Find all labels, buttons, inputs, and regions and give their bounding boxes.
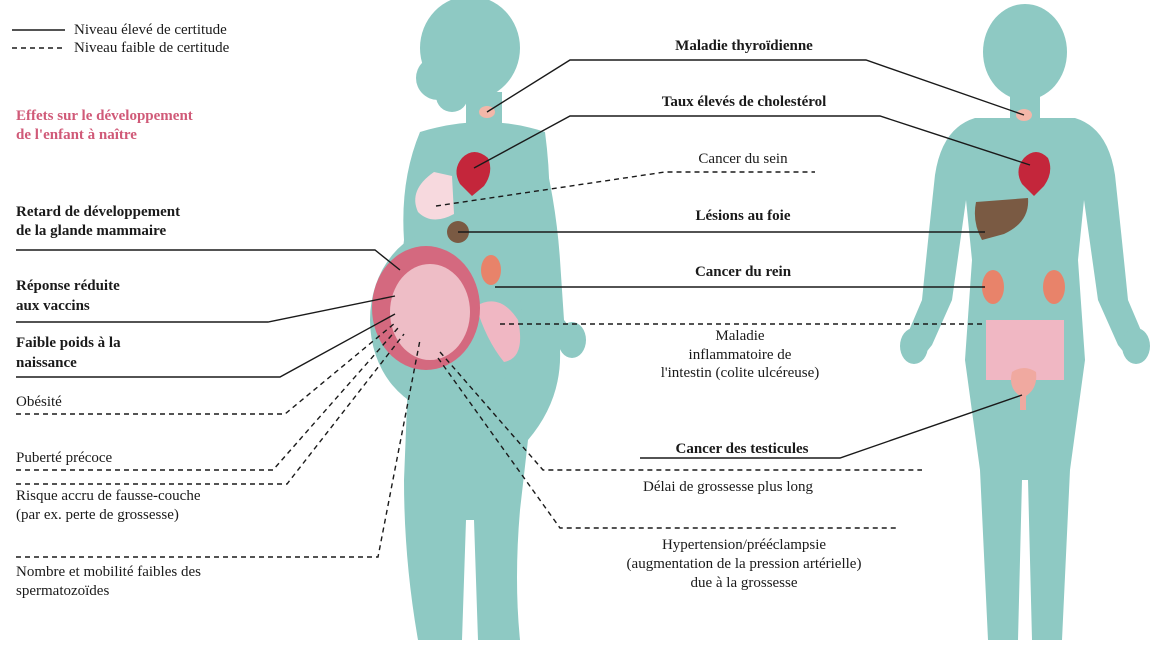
label-pregnancy-delay: Délai de grossesse plus long — [643, 478, 813, 496]
label-mammary-line2: de la glande mammaire — [16, 222, 166, 240]
connector-mammary — [16, 250, 400, 270]
label-weight-line2: naissance — [16, 354, 77, 372]
unborn-heading-line2: de l'enfant à naître — [16, 126, 137, 144]
legend-dashed-label: Niveau faible de certitude — [74, 39, 229, 57]
label-sperm-line1: Nombre et mobilité faibles des — [16, 563, 201, 581]
label-mammary-line1: Retard de développement — [16, 203, 180, 221]
label-ibd-line3: l'intestin (colite ulcéreuse) — [661, 364, 819, 382]
label-vaccine-line2: aux vaccins — [16, 297, 90, 315]
label-hypertension-line3: due à la grossesse — [690, 574, 797, 592]
label-liver: Lésions au foie — [695, 207, 790, 225]
label-puberty: Puberté précoce — [16, 449, 112, 467]
label-ibd-line2: inflammatoire de — [689, 346, 792, 364]
legend-solid-label: Niveau élevé de certitude — [74, 21, 227, 39]
label-vaccine-line1: Réponse réduite — [16, 277, 120, 295]
fetus-icon — [390, 264, 470, 360]
label-weight-line1: Faible poids à la — [16, 334, 121, 352]
label-hypertension-line1: Hypertension/prééclampsie — [662, 536, 826, 554]
label-obesity: Obésité — [16, 393, 62, 411]
label-hypertension-line2: (augmentation de la pression artérielle) — [627, 555, 862, 573]
label-thyroid: Maladie thyroïdienne — [675, 37, 813, 55]
man-kidney-right-icon — [1043, 270, 1065, 304]
label-breast-cancer: Cancer du sein — [698, 150, 787, 168]
label-testicular: Cancer des testicules — [675, 440, 808, 458]
woman-kidney-icon — [481, 255, 501, 285]
label-sperm-line2: spermatozoïdes — [16, 582, 109, 600]
label-ibd-line1: Maladie — [715, 327, 764, 345]
unborn-heading-line1: Effets sur le développement — [16, 107, 193, 125]
label-kidney-cancer: Cancer du rein — [695, 263, 791, 281]
label-cholesterol: Taux élevés de cholestérol — [662, 93, 827, 111]
man-kidney-left-icon — [982, 270, 1004, 304]
label-miscarriage-line1: Risque accru de fausse-couche — [16, 487, 201, 505]
label-miscarriage-line2: (par ex. perte de grossesse) — [16, 506, 179, 524]
